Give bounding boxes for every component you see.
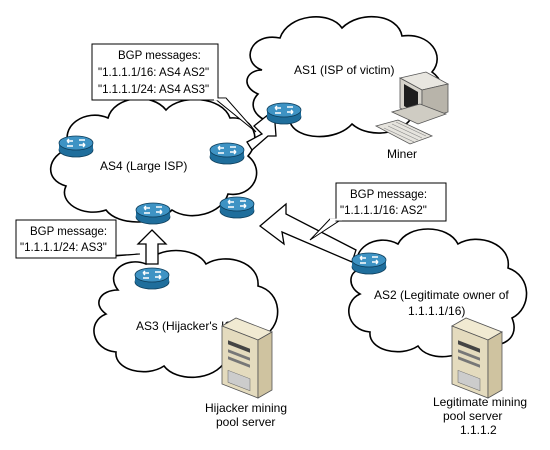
miner-label: Miner [387, 147, 417, 161]
callout-as3-to-as4-title: BGP message: [30, 226, 107, 238]
cloud-label-as1: AS1 (ISP of victim) [294, 63, 394, 77]
hijacker-server-icon [221, 317, 273, 399]
router-as4-bottom [135, 202, 171, 225]
callout-as4-to-as1-title: BGP messages: [118, 50, 201, 62]
callout-as4-to-as1-line2: "1.1.1.1/24: AS4 AS3" [98, 84, 209, 96]
callout-as4-to-as1: BGP messages: "1.1.1.1/16: AS4 AS2" "1.1… [91, 43, 257, 133]
arrow-as3-to-as4 [136, 229, 168, 265]
cloud-label-as2-line2: 1.1.1.1/16) [408, 304, 465, 318]
router-as3 [134, 267, 170, 290]
router-as2 [351, 252, 387, 275]
callout-as2-to-as4-line1: "1.1.1.1/16: AS2" [340, 205, 427, 217]
legit-server-icon [451, 317, 503, 399]
callout-as2-to-as4: BGP message: "1.1.1.1/16: AS2" [309, 182, 447, 241]
router-as4-left [58, 135, 94, 158]
cloud-label-as3: AS3 (Hijacker's ISP) [136, 319, 244, 333]
legit-server-label-line3: 1.1.1.2 [460, 423, 497, 437]
miner-computer-icon [374, 71, 450, 145]
router-as4-east [219, 196, 255, 219]
cloud-label-as4: AS4 (Large ISP) [100, 159, 187, 173]
legit-server-label-line1: Legitimate mining [433, 395, 527, 409]
cloud-label-as2-line1: AS2 (Legitimate owner of [374, 288, 509, 302]
hijacker-server-label-line2: pool server [216, 415, 275, 429]
callout-as3-to-as4-line1: "1.1.1.1/24: AS3" [20, 242, 107, 254]
callout-as2-to-as4-title: BGP message: [350, 189, 427, 201]
router-as4-right [209, 142, 245, 165]
callout-as3-to-as4: BGP message: "1.1.1.1/24: AS3" [15, 219, 141, 259]
router-as1 [266, 102, 302, 125]
legit-server-label-line2: pool server [443, 409, 502, 423]
callout-as4-to-as1-line1: "1.1.1.1/16: AS4 AS2" [98, 67, 209, 79]
arrow-as2-to-as4 [258, 202, 357, 263]
hijacker-server-label-line1: Hijacker mining [205, 401, 287, 415]
